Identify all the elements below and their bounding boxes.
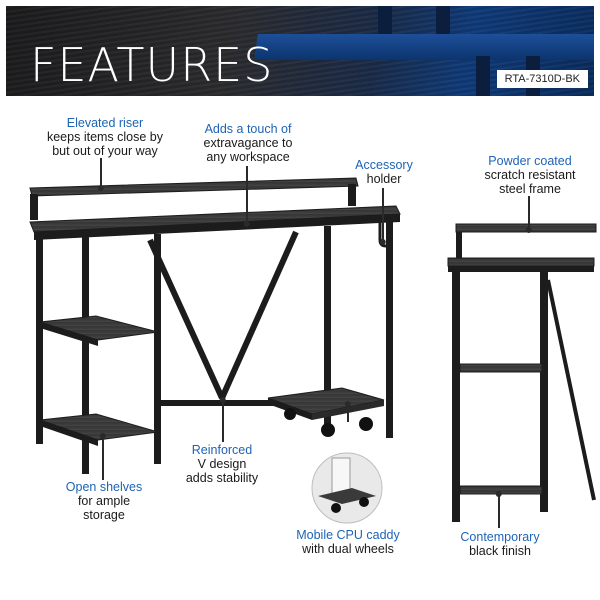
note-text: V design bbox=[197, 457, 247, 471]
note-heading: Open shelves bbox=[65, 480, 143, 494]
note-text: storage bbox=[83, 508, 125, 522]
cpu-caddy bbox=[267, 387, 385, 437]
note-cpu-caddy: Mobile CPU caddy with dual wheels bbox=[290, 528, 406, 556]
note-heading: Reinforced bbox=[191, 443, 253, 457]
note-heading: Elevated riser bbox=[66, 116, 144, 130]
leader-dot bbox=[97, 185, 104, 191]
leader-dot bbox=[99, 433, 106, 439]
note-heading: Contemporary bbox=[460, 530, 540, 544]
note-powder-coated: Powder coated scratch resistant steel fr… bbox=[472, 154, 588, 196]
note-text: adds stability bbox=[185, 471, 259, 485]
note-text: with dual wheels bbox=[302, 542, 394, 556]
leader-elevated-riser bbox=[100, 158, 102, 188]
v-brace bbox=[147, 230, 299, 400]
note-text: but out of your way bbox=[52, 144, 158, 158]
leader-powder-coated bbox=[528, 196, 530, 230]
banner-desk-leg bbox=[436, 6, 450, 34]
note-text: holder bbox=[366, 172, 402, 186]
note-text: black finish bbox=[469, 544, 531, 558]
note-text: steel frame bbox=[499, 182, 561, 196]
leader-extravagance bbox=[246, 166, 248, 224]
open-shelves bbox=[39, 315, 159, 446]
note-reinforced: Reinforced V design adds stability bbox=[174, 443, 270, 485]
banner-desk-leg bbox=[476, 56, 490, 96]
desk-frame-legs bbox=[36, 220, 393, 474]
cpu-caddy-zoom bbox=[311, 452, 383, 524]
leader-reinforced bbox=[222, 400, 224, 442]
note-text: for ample bbox=[77, 494, 131, 508]
bottom-stretcher bbox=[160, 400, 330, 406]
desktop-surface bbox=[29, 205, 401, 240]
leader-open-shelves bbox=[102, 436, 104, 480]
leader-dot bbox=[525, 227, 532, 233]
note-contemporary: Contemporary black finish bbox=[452, 530, 548, 558]
note-open-shelves: Open shelves for ample storage bbox=[56, 480, 152, 522]
leader-dot bbox=[344, 401, 351, 407]
leader-dot bbox=[379, 239, 386, 245]
note-text: extravagance to bbox=[203, 136, 293, 150]
page-title: FEATURES bbox=[30, 38, 274, 92]
note-heading: Powder coated bbox=[488, 154, 572, 168]
leader-contemporary bbox=[498, 494, 500, 528]
sku-label: RTA-7310D-BK bbox=[496, 70, 588, 88]
note-text: scratch resistant bbox=[484, 168, 576, 182]
header-banner: FEATURES RTA-7310D-BK bbox=[6, 6, 594, 96]
note-text: any workspace bbox=[206, 150, 290, 164]
note-heading: Mobile CPU caddy bbox=[296, 528, 400, 542]
leader-accessory-holder bbox=[382, 188, 384, 242]
note-heading: Adds a touch of bbox=[204, 122, 292, 136]
leader-dot bbox=[495, 491, 502, 497]
leader-dot bbox=[243, 221, 250, 227]
right-desk-view bbox=[447, 223, 597, 522]
leader-dot bbox=[219, 397, 226, 403]
note-text: keeps items close by bbox=[46, 130, 164, 144]
note-extravagance: Adds a touch of extravagance to any work… bbox=[192, 122, 304, 164]
note-heading: Accessory bbox=[355, 158, 413, 172]
note-accessory-holder: Accessory holder bbox=[344, 158, 424, 186]
note-elevated-riser: Elevated riser keeps items close by but … bbox=[36, 116, 174, 158]
leader-cpu-caddy bbox=[347, 404, 349, 422]
banner-desk-leg bbox=[378, 6, 392, 34]
